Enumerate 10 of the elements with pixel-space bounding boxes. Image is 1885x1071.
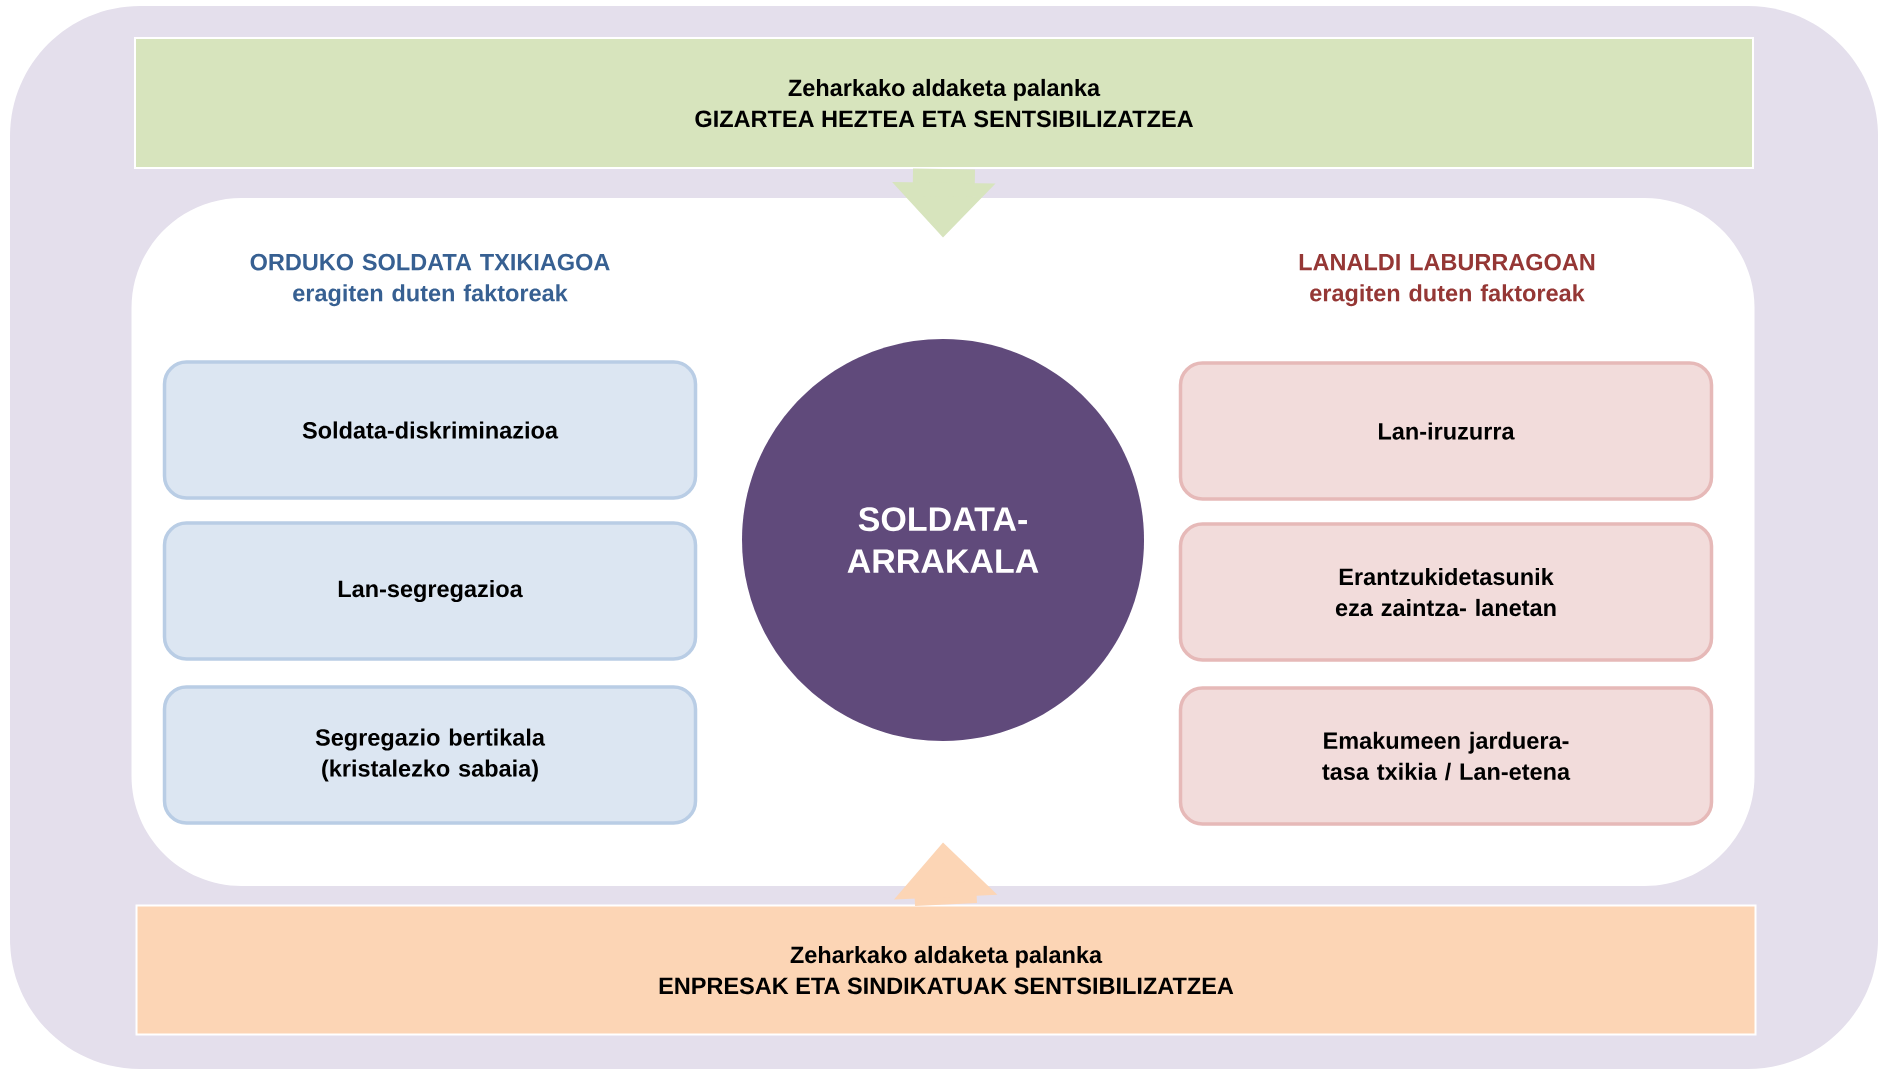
factor-box: Segregazio bertikala (kristalezko sabaia)	[162, 685, 698, 825]
factor-box: Lan-segregazioa	[162, 521, 698, 661]
factor-box: Erantzukidetasunik eza zaintza- lanetan	[1178, 522, 1714, 662]
factor-box: Lan-iruzurra	[1178, 361, 1714, 501]
column-heading: LANALDI LABURRAGOAN eragiten duten faktoreak	[1299, 253, 1595, 307]
lever-banner: Zeharkako aldaketa palanka GIZARTEA HEZTEA ETA SENTSIBILIZATZEA	[134, 37, 1754, 169]
column-heading: ORDUKO SOLDATA TXIKIAGOA eragiten duten faktoreak	[250, 253, 610, 307]
factor-box: Soldata-diskriminazioa	[162, 360, 698, 500]
lever-banner: Zeharkako aldaketa palanka ENPRESAK ETA SINDIKATUAK SENTSIBILIZATZEA	[135, 904, 1757, 1036]
factor-box: Emakumeen jarduera-tasa txikia / Lan-etena	[1178, 686, 1714, 826]
